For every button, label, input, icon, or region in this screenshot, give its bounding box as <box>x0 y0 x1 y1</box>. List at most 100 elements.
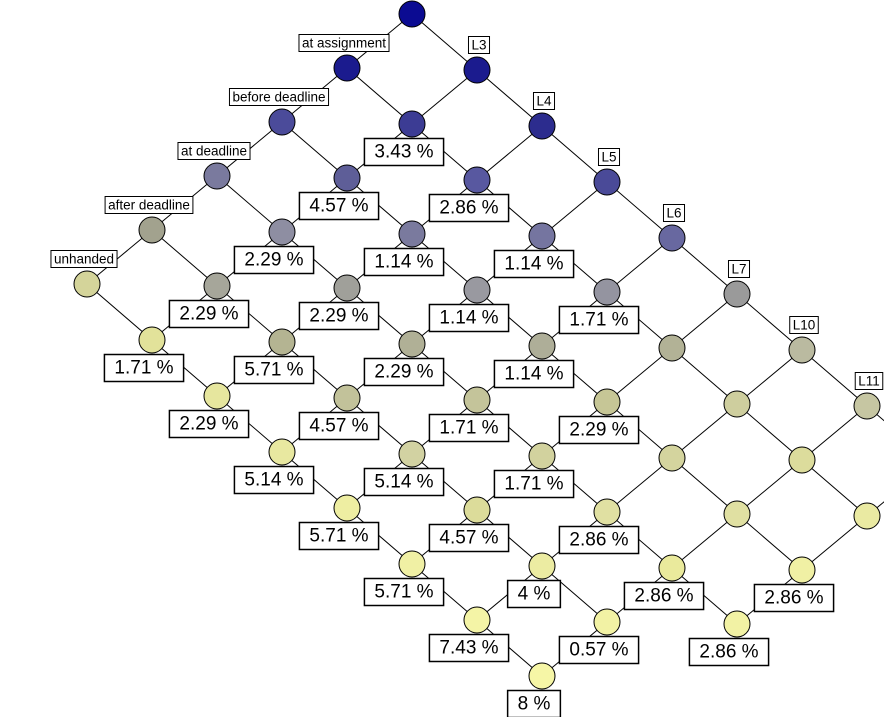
node-circle <box>853 502 881 530</box>
lattice-node[interactable] <box>268 438 296 466</box>
percent-label-text: 5.14 % <box>374 472 433 493</box>
node-circle <box>398 110 426 138</box>
lattice-node[interactable] <box>463 496 491 524</box>
lattice-node[interactable] <box>398 550 426 578</box>
lattice-node[interactable] <box>593 278 621 306</box>
lattice-edge <box>606 401 673 459</box>
percent-label: 5.71 % <box>298 521 380 551</box>
lattice-node[interactable] <box>463 56 491 84</box>
percent-label: 1.71 % <box>558 305 640 335</box>
lattice-node[interactable] <box>73 270 101 298</box>
lattice-node[interactable] <box>333 54 361 82</box>
lattice-node[interactable] <box>723 390 751 418</box>
lattice-node[interactable] <box>138 216 166 244</box>
percent-label: 2.29 % <box>298 301 380 331</box>
percent-label: 2.29 % <box>233 245 315 275</box>
lattice-node[interactable] <box>528 332 556 360</box>
percent-label-text: 2.86 % <box>439 198 498 219</box>
percent-label-box <box>558 525 640 555</box>
lattice-node[interactable] <box>788 336 816 364</box>
lattice-edge <box>346 287 413 345</box>
lattice-node[interactable] <box>463 606 491 634</box>
lattice-node[interactable] <box>333 164 361 192</box>
node-circle <box>528 552 556 580</box>
lattice-edge <box>671 457 738 515</box>
lattice-node[interactable] <box>398 0 426 28</box>
lattice-node[interactable] <box>333 274 361 302</box>
percent-label-text: 5.71 % <box>309 526 368 547</box>
node-circle <box>463 276 491 304</box>
lattice-node[interactable] <box>658 444 686 472</box>
node-circle <box>138 216 166 244</box>
percent-label-text: 1.14 % <box>374 252 433 273</box>
percent-label-box <box>558 305 640 335</box>
lattice-node[interactable] <box>723 610 751 638</box>
lattice-node[interactable] <box>593 388 621 416</box>
lattice-node[interactable] <box>398 220 426 248</box>
lattice-node[interactable] <box>788 556 816 584</box>
lattice-node[interactable] <box>203 272 231 300</box>
lattice-node[interactable] <box>398 110 426 138</box>
lattice-node[interactable] <box>268 218 296 246</box>
lattice-edge <box>411 123 478 181</box>
lattice-node[interactable] <box>268 328 296 356</box>
node-circle <box>593 388 621 416</box>
lattice-node[interactable] <box>398 330 426 358</box>
lattice-node[interactable] <box>333 384 361 412</box>
lattice-node[interactable] <box>528 442 556 470</box>
row-label-text: before deadline <box>232 90 325 105</box>
node-circle <box>593 168 621 196</box>
lattice-node[interactable] <box>528 112 556 140</box>
row-label-text: after deadline <box>108 198 190 213</box>
node-circle <box>73 270 101 298</box>
lattice-node[interactable] <box>853 392 881 420</box>
percent-label-box <box>506 579 562 609</box>
node-circle <box>658 334 686 362</box>
percent-label-box <box>688 637 770 667</box>
lattice-node[interactable] <box>398 440 426 468</box>
lattice-node[interactable] <box>528 662 556 690</box>
lattice-edge <box>541 455 608 513</box>
lattice-edge <box>86 283 153 341</box>
column-label: L6 <box>662 204 686 222</box>
lattice-node[interactable] <box>333 494 361 522</box>
lattice-node[interactable] <box>463 276 491 304</box>
lattice-node[interactable] <box>203 382 231 410</box>
lattice-edge <box>411 563 478 621</box>
lattice-node[interactable] <box>593 608 621 636</box>
lattice-node[interactable] <box>463 386 491 414</box>
lattice-node[interactable] <box>463 166 491 194</box>
lattice-node[interactable] <box>528 222 556 250</box>
lattice-node[interactable] <box>658 334 686 362</box>
lattice-node[interactable] <box>658 224 686 252</box>
percent-label-box <box>493 469 575 499</box>
lattice-node[interactable] <box>788 446 816 474</box>
lattice-node[interactable] <box>853 502 881 530</box>
node-circle <box>268 438 296 466</box>
lattice-node[interactable] <box>723 280 751 308</box>
lattice-node[interactable] <box>723 500 751 528</box>
percent-label-text: 2.86 % <box>634 586 693 607</box>
percent-label-text: 1.71 % <box>439 418 498 439</box>
column-label-box <box>532 92 556 110</box>
percent-label-text: 1.71 % <box>114 358 173 379</box>
percent-label: 3.43 % <box>363 137 445 167</box>
lattice-node[interactable] <box>268 108 296 136</box>
lattice-edge <box>736 513 803 571</box>
percent-label-text: 1.71 % <box>569 310 628 331</box>
lattice-edge <box>476 509 543 567</box>
lattice-node[interactable] <box>528 552 556 580</box>
lattice-node[interactable] <box>203 162 231 190</box>
lattice-node[interactable] <box>658 554 686 582</box>
lattice-nodes <box>73 0 881 690</box>
lattice-edge <box>671 237 738 295</box>
percent-label-text: 2.29 % <box>179 304 238 325</box>
lattice-node[interactable] <box>138 326 166 354</box>
percent-label-box <box>298 411 380 441</box>
row-label: at assignment <box>298 34 390 52</box>
lattice-edge <box>671 513 738 569</box>
lattice-node[interactable] <box>593 498 621 526</box>
lattice-node[interactable] <box>593 168 621 196</box>
node-circle <box>398 550 426 578</box>
